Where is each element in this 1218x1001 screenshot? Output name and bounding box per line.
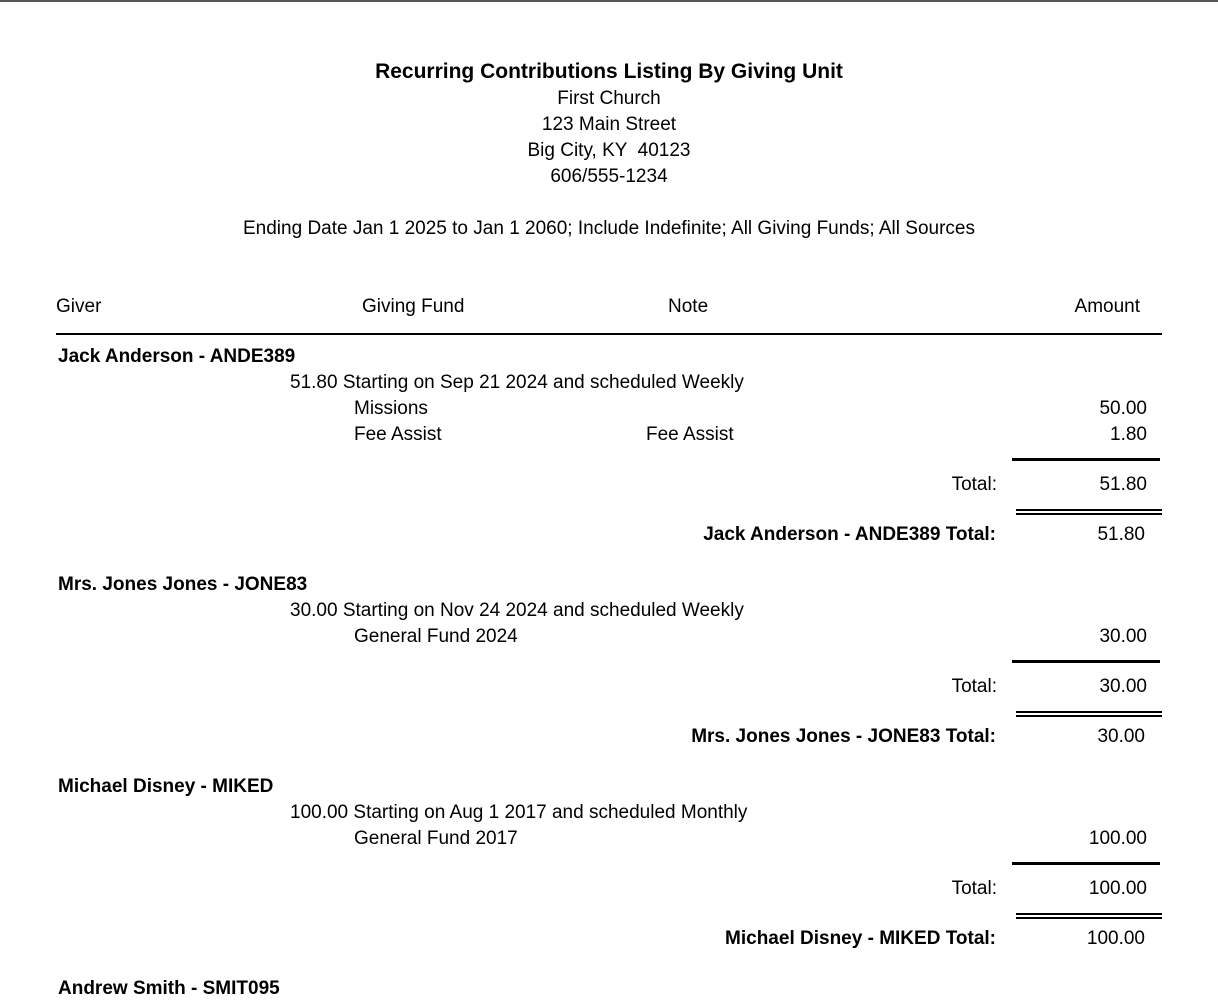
total-rule [1012,660,1160,663]
schedule-text: 100.00 Starting on Aug 1 2017 and schedu… [290,802,748,823]
column-header-note: Note [668,296,709,317]
unit-total-double-rule [1016,509,1162,515]
report-title: Recurring Contributions Listing By Givin… [375,60,843,83]
total-label: Total: [951,676,997,697]
line-note: Fee Assist [646,424,734,445]
fund-name: Missions [354,398,428,419]
window-top-border [0,0,1218,2]
unit-total-double-rule [1016,913,1162,919]
schedule-text: 51.80 Starting on Sep 21 2024 and schedu… [290,372,744,393]
unit-total-label: Jack Anderson - ANDE389 Total: [703,524,996,545]
org-name: First Church [557,88,661,109]
fund-name: General Fund 2024 [354,626,518,647]
report-criteria: Ending Date Jan 1 2025 to Jan 1 2060; In… [243,218,975,239]
line-amount: 30.00 [1099,626,1147,647]
line-amount: 50.00 [1099,398,1147,419]
total-rule [1012,458,1160,461]
org-phone: 606/555-1234 [550,166,668,187]
total-label: Total: [951,474,997,495]
giver-name: Jack Anderson - ANDE389 [58,346,296,367]
column-header-giving-fund: Giving Fund [362,296,465,317]
total-label: Total: [951,878,997,899]
header-divider [56,333,1162,335]
schedule-text: 30.00 Starting on Nov 24 2024 and schedu… [290,600,744,621]
unit-total-amount: 100.00 [1086,928,1145,949]
fund-name: Fee Assist [354,424,442,445]
line-amount: 100.00 [1088,828,1147,849]
total-rule [1012,862,1160,865]
column-header-giver: Giver [56,296,102,317]
fund-name: General Fund 2017 [354,828,518,849]
unit-total-double-rule [1016,711,1162,717]
line-amount: 1.80 [1110,424,1147,445]
total-amount: 100.00 [1088,878,1147,899]
column-header-amount: Amount [1074,296,1140,317]
giver-name: Mrs. Jones Jones - JONE83 [58,574,308,595]
unit-total-amount: 51.80 [1097,524,1145,545]
giver-name: Michael Disney - MIKED [58,776,274,797]
unit-total-amount: 30.00 [1097,726,1145,747]
giver-name: Andrew Smith - SMIT095 [58,978,280,999]
unit-total-label: Mrs. Jones Jones - JONE83 Total: [691,726,996,747]
total-amount: 30.00 [1099,676,1147,697]
unit-total-label: Michael Disney - MIKED Total: [725,928,996,949]
total-amount: 51.80 [1099,474,1147,495]
org-address-line1: 123 Main Street [541,114,677,135]
org-address-line2: Big City, KY 40123 [527,140,691,161]
